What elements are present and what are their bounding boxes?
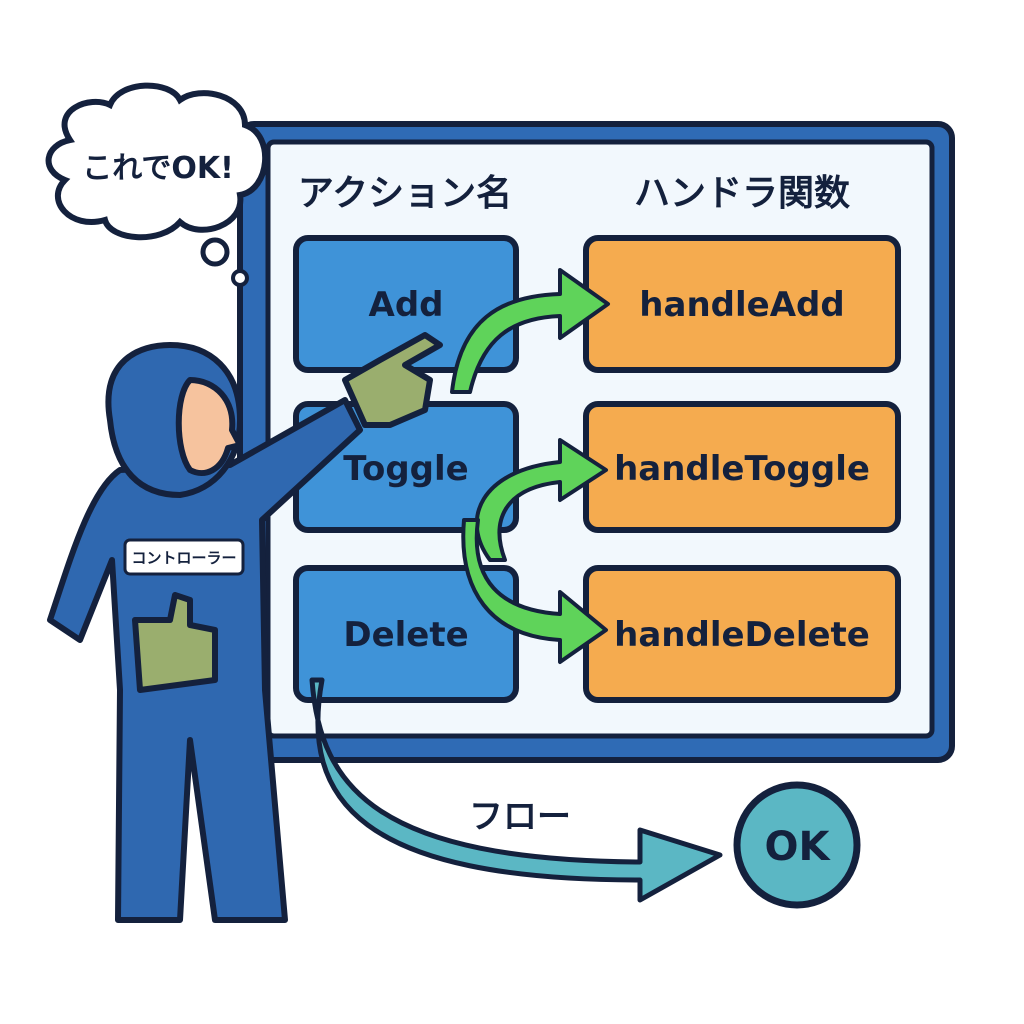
arrow-right-icon <box>450 268 610 394</box>
header-actions: アクション名 <box>298 173 512 214</box>
action-label: Add <box>369 285 444 325</box>
mapping-arrows <box>450 268 610 664</box>
header-handlers: ハンドラ関数 <box>634 173 850 214</box>
flow-arrow-icon <box>309 677 723 903</box>
handler-label: handleAdd <box>639 285 844 325</box>
thought-bubble: これでOK! <box>45 82 269 287</box>
handler-box-toggle[interactable]: handleToggle <box>583 401 901 533</box>
thumbs-up-glove <box>132 592 218 693</box>
board: アクション名 ハンドラ関数 Add Toggle Delete handleAd… <box>237 121 955 763</box>
handler-box-add[interactable]: handleAdd <box>583 235 901 373</box>
character <box>47 332 443 923</box>
action-label: Toggle <box>343 449 468 489</box>
face <box>175 377 243 477</box>
action-box-delete[interactable]: Delete <box>293 565 519 703</box>
arrow-right-icon <box>461 518 608 664</box>
handler-label: handleToggle <box>614 449 870 489</box>
handler-box-delete[interactable]: handleDelete <box>583 565 901 703</box>
ok-badge: OK <box>733 781 861 909</box>
thought-text: これでOK! <box>82 151 234 186</box>
handler-label: handleDelete <box>614 615 870 655</box>
action-label: Delete <box>343 615 468 655</box>
flow-label: フロー <box>469 797 571 837</box>
arrow-right-icon <box>474 438 608 562</box>
ok-text: OK <box>765 824 832 870</box>
pointing-glove <box>342 332 443 428</box>
action-box-toggle[interactable]: Toggle <box>293 401 519 533</box>
name-badge: コントローラー <box>123 538 245 576</box>
badge-text: コントローラー <box>131 549 236 567</box>
